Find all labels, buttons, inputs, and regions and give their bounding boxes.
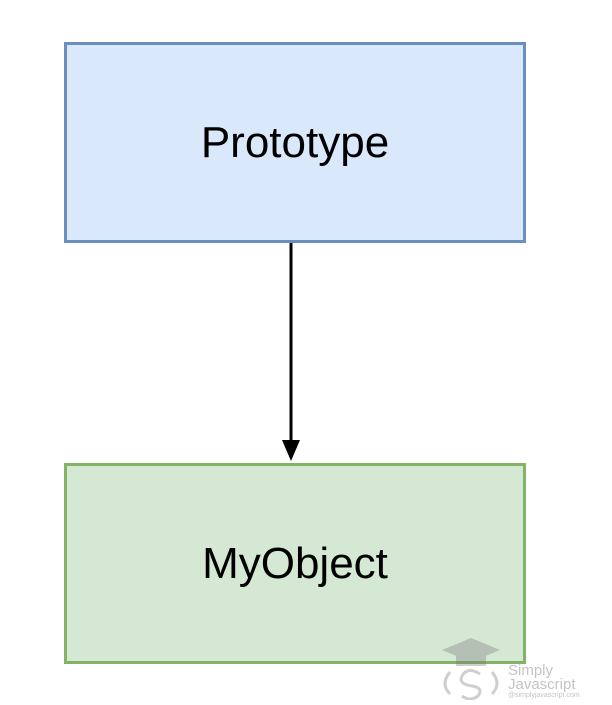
edge-arrowhead [282,440,300,461]
simply-javascript-watermark: Simply Javascript @simplyjavascript.com [436,632,606,701]
watermark-line2: Javascript [508,676,576,693]
graduation-cap-logo-icon [442,638,500,701]
watermark-line3: @simplyjavascript.com [508,692,580,699]
prototype-label: Prototype [200,117,390,167]
myobject-label: MyObject [202,538,388,588]
myobject-node: MyObject [64,463,526,664]
watermark-line1: Simply [508,662,554,679]
prototype-node: Prototype [64,42,526,243]
